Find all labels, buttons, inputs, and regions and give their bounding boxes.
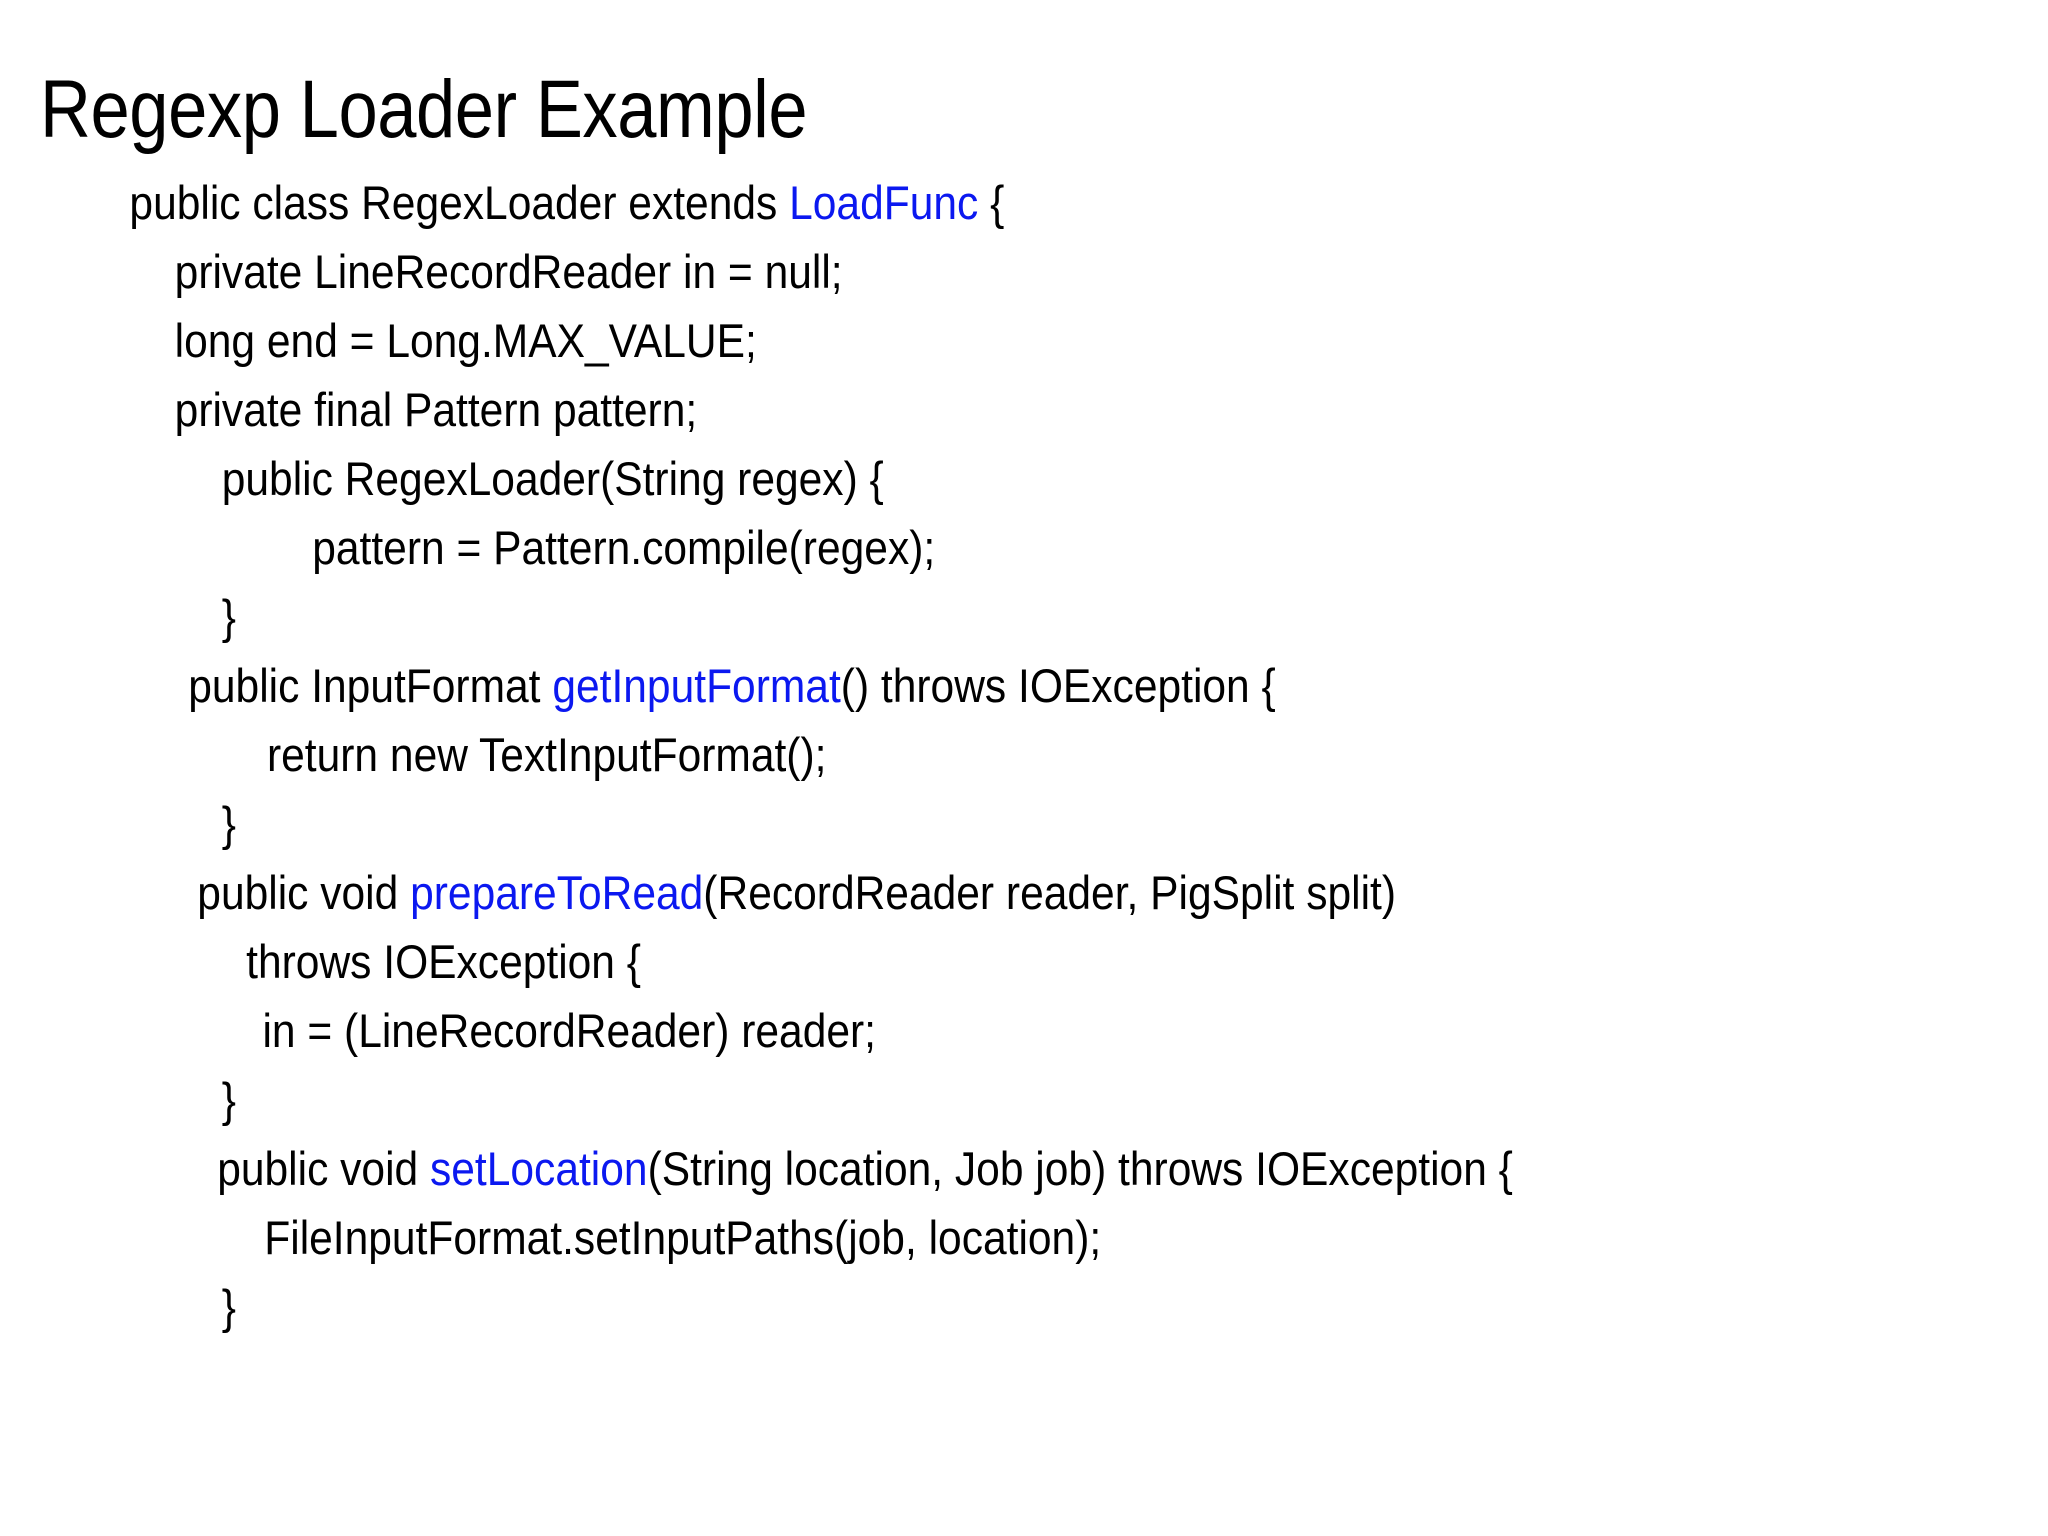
code-text: (RecordReader reader, PigSplit split)	[703, 866, 1397, 919]
code-text: (String location, Job job) throws IOExce…	[647, 1142, 1513, 1195]
code-text: () throws IOException {	[840, 659, 1276, 712]
code-line: public void prepareToRead(RecordReader r…	[0, 858, 1853, 927]
code-text: private LineRecordReader in = null;	[174, 245, 843, 298]
code-text: throws IOException {	[246, 935, 641, 988]
code-text: }	[221, 1073, 236, 1126]
code-text: FileInputFormat.setInputPaths(job, locat…	[264, 1211, 1102, 1264]
code-line: FileInputFormat.setInputPaths(job, locat…	[0, 1203, 1853, 1272]
code-text: public InputFormat	[188, 659, 553, 712]
code-text: return new TextInputFormat();	[266, 728, 827, 781]
code-line: public class RegexLoader extends LoadFun…	[0, 168, 1853, 237]
code-line: public InputFormat getInputFormat() thro…	[0, 651, 1853, 720]
code-text: {	[978, 176, 1005, 229]
code-text: in = (LineRecordReader) reader;	[262, 1004, 876, 1057]
code-line: }	[0, 1065, 1853, 1134]
code-line: return new TextInputFormat();	[0, 720, 1853, 789]
code-text: pattern = Pattern.compile(regex);	[312, 521, 936, 574]
code-line: }	[0, 582, 1853, 651]
code-line: private final Pattern pattern;	[0, 375, 1853, 444]
code-line: private LineRecordReader in = null;	[0, 237, 1853, 306]
code-line: public void setLocation(String location,…	[0, 1134, 1853, 1203]
code-text: public void	[197, 866, 411, 919]
code-identifier-highlight: prepareToRead	[410, 866, 704, 919]
code-line: throws IOException {	[0, 927, 1853, 996]
code-line: long end = Long.MAX_VALUE;	[0, 306, 1853, 375]
code-line: }	[0, 1272, 1853, 1341]
code-text: }	[221, 797, 236, 850]
code-text: }	[221, 590, 236, 643]
code-line: in = (LineRecordReader) reader;	[0, 996, 1853, 1065]
code-text: long end = Long.MAX_VALUE;	[174, 314, 757, 367]
code-line: }	[0, 789, 1853, 858]
code-text: public class RegexLoader extends	[129, 176, 790, 229]
code-identifier-highlight: getInputFormat	[552, 659, 841, 712]
page-title: Regexp Loader Example	[40, 63, 808, 155]
code-identifier-highlight: setLocation	[430, 1142, 648, 1195]
code-text: private final Pattern pattern;	[174, 383, 698, 436]
code-identifier-highlight: LoadFunc	[789, 176, 979, 229]
code-line: pattern = Pattern.compile(regex);	[0, 513, 1853, 582]
code-text: public RegexLoader(String regex) {	[221, 452, 884, 505]
code-line: public RegexLoader(String regex) {	[0, 444, 1853, 513]
code-text: }	[221, 1280, 236, 1333]
code-text: public void	[217, 1142, 431, 1195]
code-block: public class RegexLoader extends LoadFun…	[0, 168, 2048, 1341]
